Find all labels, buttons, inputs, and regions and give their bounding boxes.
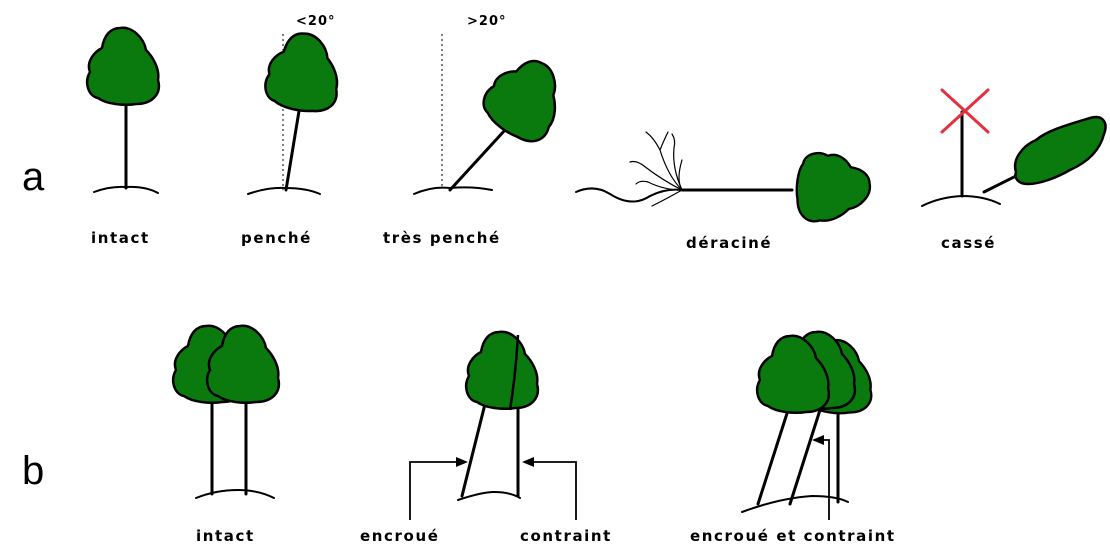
label-tres-penche: très penché — [383, 229, 501, 247]
label-contraint: contraint — [520, 527, 612, 545]
tree-leaning-slight — [248, 30, 343, 194]
trees-intact-b — [173, 326, 279, 498]
angle-label-greater-20: >20° — [467, 14, 506, 29]
trees-lodged — [410, 332, 576, 520]
trees-lodged-and-constrained — [742, 332, 871, 520]
label-penche: penché — [241, 229, 312, 247]
label-casse: cassé — [941, 234, 996, 252]
tree-uprooted — [576, 132, 870, 221]
label-deracine: déraciné — [686, 234, 772, 252]
row-label-b: b — [22, 449, 44, 493]
row-label-a: a — [22, 155, 45, 199]
label-intact-a: intact — [91, 229, 150, 247]
angle-label-less-20: <20° — [296, 14, 335, 29]
tree-leaning-strong — [414, 34, 576, 194]
tree-broken — [922, 90, 1105, 206]
label-encroue-et-contraint: encroué et contraint — [690, 527, 896, 545]
label-encroue: encroué — [360, 527, 440, 545]
label-intact-b: intact — [196, 527, 255, 545]
tree-intact-a — [87, 28, 159, 193]
